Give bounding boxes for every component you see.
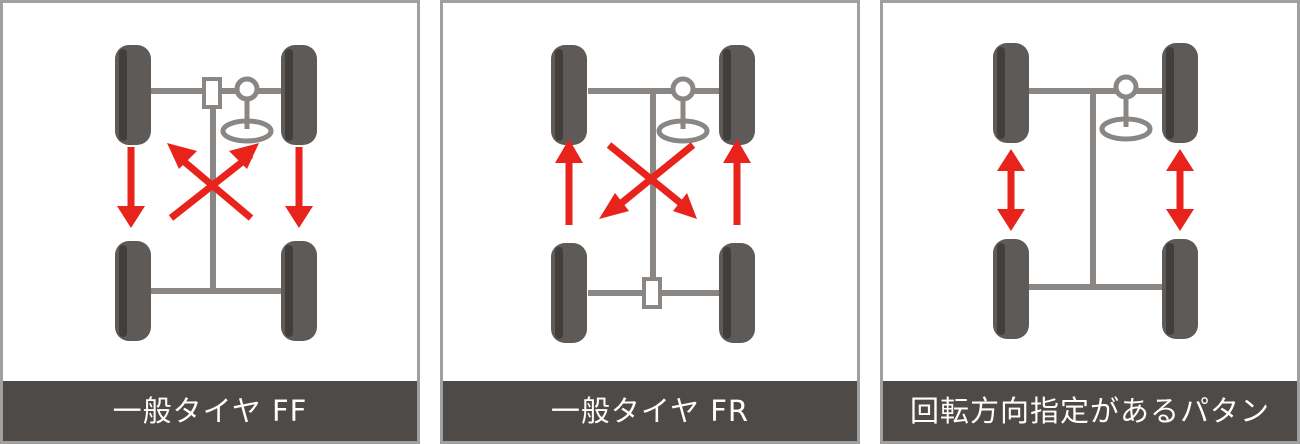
- caption-fr: 一般タイヤ FR: [443, 381, 857, 441]
- tire-front-left-icon: [993, 43, 1029, 143]
- tire-front-right-icon: [719, 45, 755, 145]
- tire-rear-left-icon: [115, 241, 151, 341]
- gearbox-icon: [202, 77, 222, 109]
- directional-diagram: [993, 43, 1198, 339]
- chassis-directional: [1028, 88, 1168, 290]
- caption-directional: 回転方向指定があるパタン: [883, 381, 1297, 441]
- tire-rear-left-icon: [993, 239, 1029, 339]
- panel-directional: 回転方向指定があるパタン: [880, 0, 1300, 444]
- caption-ff: 一般タイヤ FF: [3, 381, 417, 441]
- ff-diagram: [115, 45, 317, 341]
- tire-front-right-icon: [281, 45, 317, 145]
- tire-front-left-icon: [115, 45, 151, 145]
- tire-rear-left-icon: [551, 243, 587, 343]
- steering-wheel-icon: [220, 76, 274, 144]
- rotation-arrows-ff: [117, 143, 313, 228]
- rotation-arrows-directional: [997, 149, 1194, 231]
- gearbox-icon: [642, 277, 662, 309]
- tire-rear-right-icon: [719, 243, 755, 343]
- rotation-arrows-fr: [555, 139, 751, 225]
- panel-fr: 一般タイヤ FR: [440, 0, 860, 444]
- tire-rear-right-icon: [1162, 239, 1198, 339]
- tire-front-right-icon: [1162, 43, 1198, 143]
- steering-wheel-icon: [656, 76, 710, 144]
- steering-wheel-icon: [1099, 74, 1153, 142]
- tire-front-left-icon: [551, 45, 587, 145]
- chassis-fr: [588, 88, 723, 296]
- tire-rear-right-icon: [281, 241, 317, 341]
- panel-ff: 一般タイヤ FF: [0, 0, 420, 444]
- fr-diagram: [551, 45, 755, 343]
